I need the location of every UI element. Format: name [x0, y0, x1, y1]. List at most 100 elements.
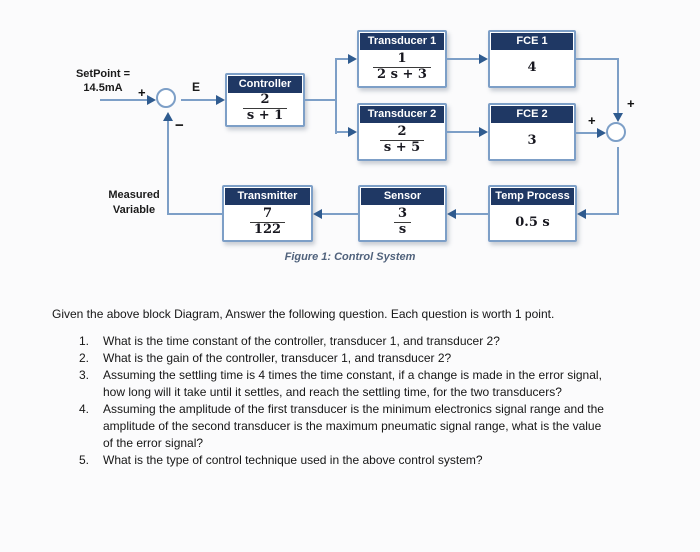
question-line: of the error signal? [103, 436, 204, 450]
question-line: Assuming the settling time is 4 times th… [103, 368, 602, 382]
question-text: Assuming the settling time is 4 times th… [103, 367, 652, 401]
block-transducer1-formula: 1 2 s + 3 [360, 50, 444, 85]
controller-denominator: s + 1 [242, 108, 288, 124]
measured-variable-line2: Variable [112, 204, 156, 216]
question-number: 2. [79, 351, 90, 365]
line-into-temp-process [586, 213, 619, 215]
block-fce1: FCE 1 4 [488, 30, 576, 88]
line-transducer1-fce1 [447, 58, 479, 60]
question-text: What is the gain of the controller, tran… [103, 350, 652, 367]
question-text: What is the time constant of the control… [103, 333, 652, 350]
plus-sign-sum-right-top: + [627, 96, 635, 111]
line-sensor-transmitter [322, 213, 358, 215]
question-number: 4. [79, 402, 90, 416]
arrowhead-into-temp-process [577, 209, 586, 219]
line-feedback-horizontal [167, 213, 222, 215]
controller-numerator: 2 [260, 92, 270, 108]
transducer1-numerator: 1 [397, 51, 407, 67]
block-transducer2-header: Transducer 2 [360, 106, 444, 123]
block-controller-formula: 2 s + 1 [228, 93, 302, 124]
block-fce2: FCE 2 3 [488, 103, 576, 161]
line-controller-out [305, 99, 336, 101]
arrowhead-into-controller [216, 95, 225, 105]
error-signal-label: E [192, 80, 201, 94]
block-fce2-header: FCE 2 [491, 106, 573, 123]
setpoint-label-line1: SetPoint = [75, 68, 131, 80]
line-error [181, 99, 216, 101]
figure-caption: Figure 1: Control System [284, 251, 416, 263]
line-transducer2-fce2 [447, 131, 479, 133]
line-branch-vertical [335, 58, 337, 134]
transmitter-numerator: 7 [262, 205, 273, 221]
question-item-3: 3. Assuming the settling time is 4 times… [79, 367, 652, 401]
arrowhead-into-sensor [447, 209, 456, 219]
question-number: 5. [79, 453, 90, 467]
plus-sign-setpoint: + [138, 85, 146, 100]
setpoint-label-line2: 14.5mA [83, 82, 123, 94]
question-line: how long will it take until it settles, … [103, 385, 562, 399]
question-line: Assuming the amplitude of the first tran… [103, 402, 604, 416]
transducer2-denominator: s + 5 [379, 140, 425, 156]
question-line: What is the type of control technique us… [103, 453, 483, 467]
question-item-5: 5. What is the type of control technique… [79, 452, 652, 469]
setpoint-label: SetPoint = 14.5mA [67, 67, 139, 95]
block-controller-header: Controller [228, 76, 302, 93]
block-transducer1-header: Transducer 1 [360, 33, 444, 50]
block-transducer2-formula: 2 s + 5 [360, 123, 444, 158]
plus-sign-sum-right-left: + [588, 113, 596, 128]
line-into-transducer2 [335, 131, 349, 133]
question-item-4: 4. Assuming the amplitude of the first t… [79, 401, 652, 452]
block-transmitter: Transmitter 7 122 [222, 185, 313, 242]
fce1-gain-value: 4 [527, 60, 537, 75]
question-number: 3. [79, 368, 90, 382]
line-setpoint [100, 99, 147, 101]
transducer2-numerator: 2 [397, 124, 407, 140]
line-temp-process-sensor [456, 213, 488, 215]
question-line: amplitude of the second transducer is th… [103, 419, 602, 433]
block-transmitter-header: Transmitter [225, 188, 310, 205]
fce2-gain-value: 3 [527, 133, 537, 148]
block-controller: Controller 2 s + 1 [225, 73, 305, 127]
minus-sign-feedback: − [175, 117, 184, 134]
block-transmitter-formula: 7 122 [225, 205, 310, 239]
measured-variable-label: Measured Variable [100, 188, 168, 218]
line-fce2-out [576, 132, 598, 134]
arrowhead-up-into-sum-left [163, 112, 173, 121]
summing-junction-right [606, 122, 626, 142]
block-fce2-value-wrap: 3 [491, 123, 573, 158]
question-intro: Given the above block Diagram, Answer th… [52, 307, 555, 321]
question-line: What is the gain of the controller, tran… [103, 351, 452, 365]
line-fce1-out-horizontal [576, 58, 619, 60]
block-temp-process-value-wrap: 0.5 s [491, 205, 574, 239]
control-system-diagram: SetPoint = 14.5mA + − E Measured Variabl… [67, 30, 635, 263]
transducer1-denominator: 2 s + 3 [373, 67, 431, 83]
question-item-2: 2. What is the gain of the controller, t… [79, 350, 652, 367]
arrowhead-into-fce1 [479, 54, 488, 64]
block-sensor: Sensor 3 s [358, 185, 447, 242]
block-sensor-formula: 3 s [361, 205, 444, 239]
block-fce1-header: FCE 1 [491, 33, 573, 50]
measured-variable-line1: Measured [108, 189, 160, 201]
question-item-1: 1. What is the time constant of the cont… [79, 333, 652, 350]
arrowhead-down-into-sum-right [613, 113, 623, 122]
block-temp-process-header: Temp Process [491, 188, 574, 205]
block-fce1-value-wrap: 4 [491, 50, 573, 85]
line-into-transducer1 [335, 58, 349, 60]
block-transducer1: Transducer 1 1 2 s + 3 [357, 30, 447, 88]
block-sensor-header: Sensor [361, 188, 444, 205]
line-fce1-out-vertical [617, 58, 619, 114]
question-text: What is the type of control technique us… [103, 452, 652, 469]
summing-junction-left [156, 88, 176, 108]
sensor-denominator: s [393, 221, 412, 238]
transmitter-denominator: 122 [249, 221, 286, 238]
arrowhead-into-sum-left [147, 95, 156, 105]
line-feedback-vertical [167, 120, 169, 215]
block-temp-process: Temp Process 0.5 s [488, 185, 577, 242]
arrowhead-into-transducer1 [348, 54, 357, 64]
arrowhead-into-transmitter [313, 209, 322, 219]
sensor-numerator: 3 [397, 205, 408, 221]
question-section: Given the above block Diagram, Answer th… [52, 306, 652, 469]
arrowhead-left-into-sum-right [597, 128, 606, 138]
arrowhead-into-fce2 [479, 127, 488, 137]
